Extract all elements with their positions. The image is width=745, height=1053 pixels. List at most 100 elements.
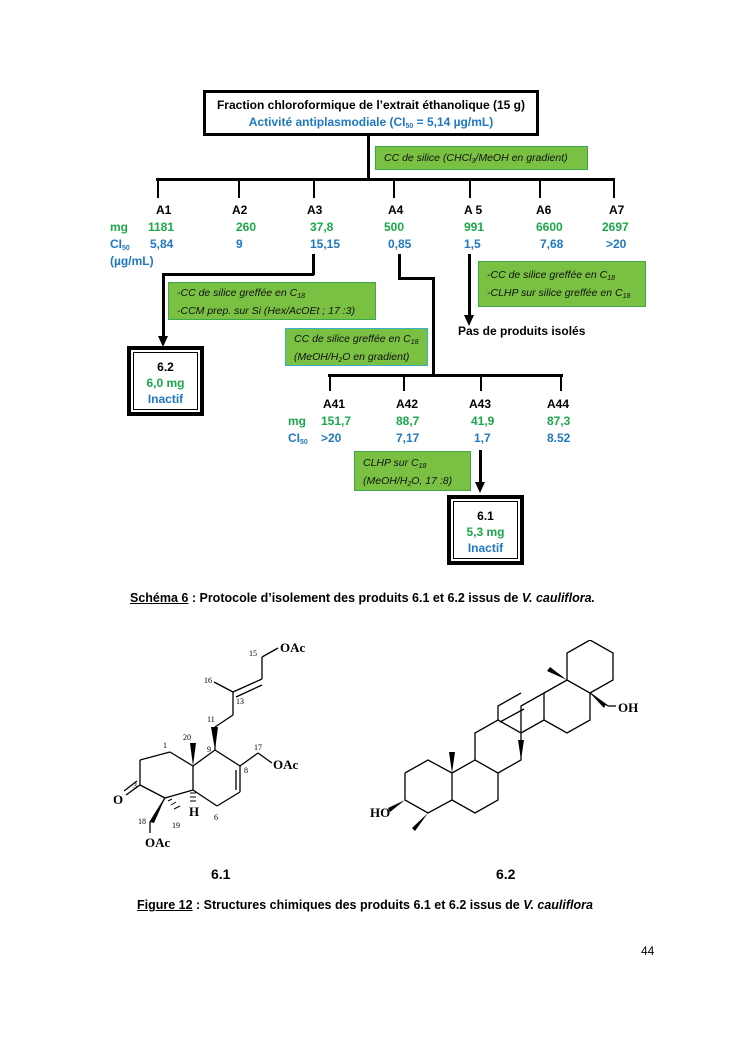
fraction-A41-name: A41 [323,397,346,411]
atom-number-15: 15 [249,649,257,658]
tick-A44 [560,375,562,391]
atom-number-18: 18 [138,817,146,826]
note-silica-cc: CC de silice (CHCl3/MeOH en gradient) [375,146,588,170]
page-number: 44 [641,944,655,958]
atom-number-20: 20 [183,733,191,742]
oac-17-label: OAc [273,757,299,772]
ketone-o-label: O [113,792,123,807]
fraction-A41-mg: 151,7 [321,414,352,428]
fraction-A7-mg: 2697 [602,220,629,234]
fraction-A7-name: A7 [609,203,625,217]
structure-6-2-label: 6.2 [496,866,516,882]
fraction-A2-ci50: 9 [236,237,243,251]
tick-A41 [329,375,331,391]
fraction-A3-ci50: 15,15 [310,237,341,251]
product-6-2-activity: Inactif [147,392,184,406]
atom-number-11: 11 [207,715,215,724]
note-A43-methods: CLHP sur C18 (MeOH/H2O, 17 :8) [354,451,471,491]
arrow-to-62 [158,336,168,347]
fraction-A42-ci50: 7,17 [396,431,420,445]
fraction-A43-ci50: 1,7 [474,431,491,445]
fraction-A3-name: A3 [307,203,323,217]
atom-number-8: 8 [244,766,248,775]
fraction-A44-name: A44 [547,397,570,411]
extract-box: Fraction chloroformique de l’extrait éth… [203,90,539,136]
row-label-ci50: CI50 [110,237,130,252]
oh-label: OH [618,700,638,715]
row-label-ci50-2: CI50 [288,431,308,446]
note-A5-methods: -CC de silice greffée en C18 -CLHP sur s… [478,261,646,307]
product-6-2-box: 6.2 6,0 mg Inactif [127,346,204,416]
tick-A3 [313,180,315,198]
scheme-caption: Schéma 6 : Protocole d’isolement des pro… [130,591,595,605]
row-label-unit: (µg/mL) [110,254,154,268]
connector-A3-down [312,254,315,275]
fraction-A43-name: A43 [469,397,492,411]
fraction-A2-name: A2 [232,203,248,217]
figure-label: Figure 12 [137,898,193,912]
connector-A3-to-62 [162,273,165,338]
connector-A43-down [479,450,482,484]
connector-A4-down [398,254,401,279]
product-6-1-name: 6.1 [477,509,494,523]
row-label-mg: mg [110,220,128,234]
fraction-A1-ci50: 5,84 [150,237,174,251]
fraction-A42-name: A42 [396,397,419,411]
atom-number-3: 3 [133,781,137,790]
fraction-A1-mg: 1181 [148,220,175,234]
arrow-to-A5-result [464,315,474,326]
atom-number-1: 1 [163,741,167,750]
fraction-A6-mg: 6600 [536,220,563,234]
fraction-A4-mg: 500 [384,220,405,234]
product-6-2-name: 6.2 [157,360,174,374]
note-A3-methods: -CC de silice greffée en C18 -CCM prep. … [168,282,376,320]
fraction-A44-ci50: 8.52 [547,431,571,445]
fraction-A4-name: A4 [388,203,404,217]
fraction-A6-ci50: 7,68 [540,237,564,251]
fraction-A2-mg: 260 [236,220,257,234]
product-6-1-activity: Inactif [467,541,504,555]
arrow-to-61 [475,482,485,493]
tick-A2 [238,180,240,198]
ho-label: HO [370,805,390,820]
fraction-A41-ci50: >20 [321,431,342,445]
atom-number-6: 6 [214,813,218,822]
tick-A43 [480,375,482,391]
product-6-1-box: 6.1 5,3 mg Inactif [447,495,524,565]
product-6-1-mass: 5,3 mg [466,525,505,539]
atom-number-13: 13 [236,697,244,706]
connector-main-bar [156,178,615,181]
tick-A1 [157,180,159,198]
connector-A5-down [468,254,471,318]
fraction-A4-ci50: 0,85 [388,237,412,251]
fraction-A7-ci50: >20 [606,237,627,251]
h-label: H [189,804,199,819]
atom-number-17: 17 [254,743,262,752]
fraction-A1-name: A1 [156,203,172,217]
fraction-A3-mg: 37,8 [310,220,334,234]
tick-A4 [393,180,395,198]
scheme-label: Schéma 6 [130,591,189,605]
fraction-A5-name: A 5 [464,203,483,217]
connector-A3-left [162,273,314,276]
row-label-mg-2: mg [288,414,306,428]
oac-15-label: OAc [280,640,306,655]
tick-A5 [469,180,471,198]
tick-A42 [403,375,405,391]
atom-number-16: 16 [204,676,212,685]
atom-number-19: 19 [172,821,180,830]
tick-A6 [539,180,541,198]
extract-title: Fraction chloroformique de l’extrait éth… [216,98,526,112]
connector-A4-down2 [432,277,435,377]
structure-6-1: OAc OAc OAc O H 15 16 13 11 20 9 17 1 8 … [113,640,306,850]
fraction-A43-mg: 41,9 [471,414,495,428]
connector-A4-right [398,277,435,280]
fraction-A5-mg: 991 [464,220,485,234]
fraction-A42-mg: 88,7 [396,414,420,428]
figure-caption: Figure 12 : Structures chimiques des pro… [137,898,593,912]
fraction-A44-mg: 87,3 [547,414,571,428]
A5-result: Pas de produits isolés [458,324,586,338]
structure-6-1-label: 6.1 [211,866,231,882]
fraction-A6-name: A6 [536,203,552,217]
tick-A7 [613,180,615,198]
